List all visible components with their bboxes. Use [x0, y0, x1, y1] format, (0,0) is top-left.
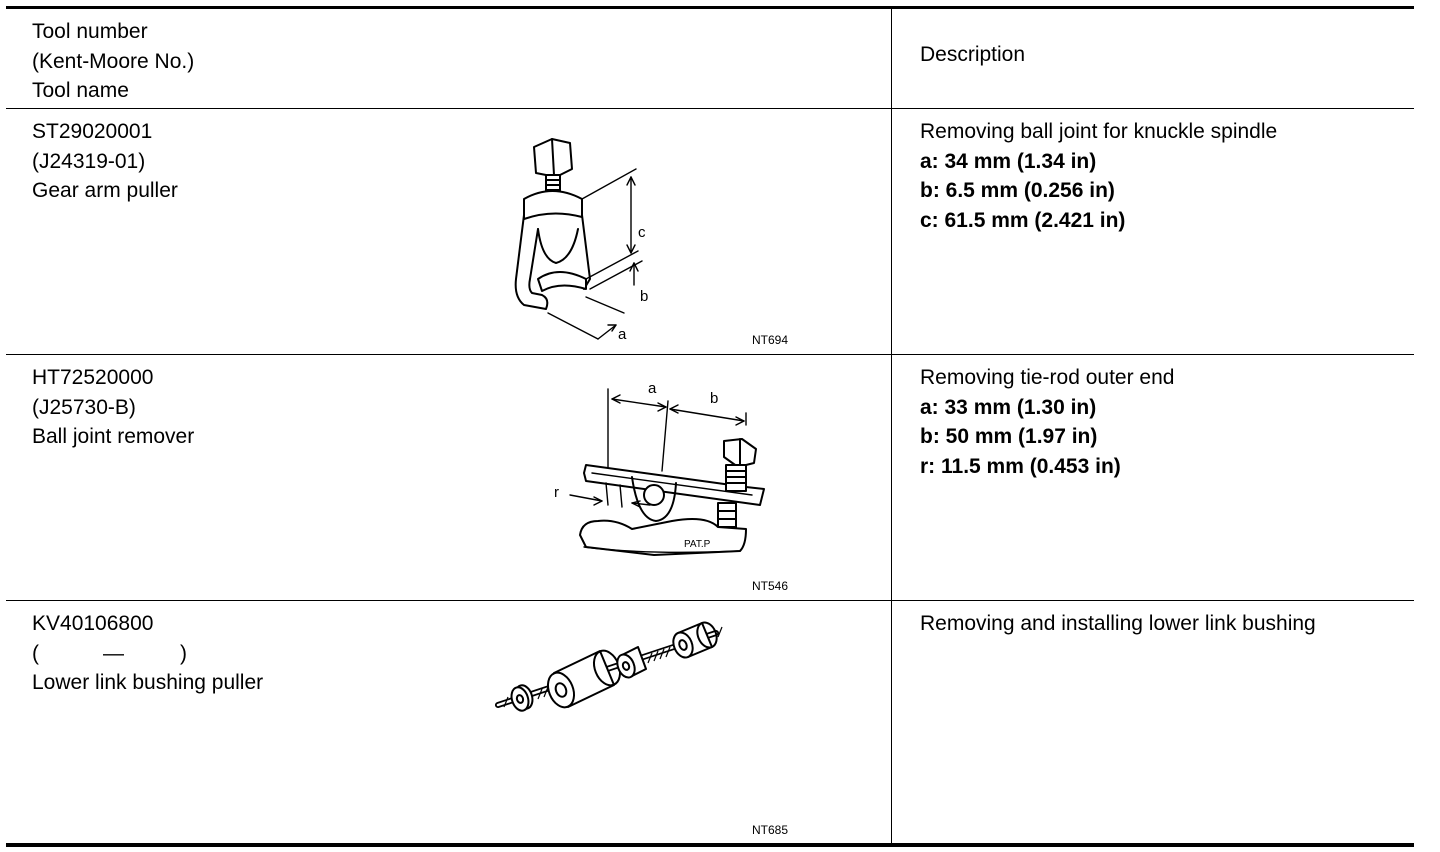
pat-stamp: PAT.P — [684, 539, 711, 550]
tool-kent-moore: (J25730-B) — [32, 395, 136, 419]
tool-description: Removing tie-rod outer end a: 33 mm (1.3… — [920, 363, 1174, 481]
dimension-a-label: a — [648, 380, 657, 397]
tool-number: HT72520000 — [32, 366, 154, 389]
bushing-puller-figure — [495, 621, 723, 712]
figure-code: NT546 — [752, 579, 789, 593]
tool-name: Ball joint remover — [32, 425, 195, 448]
tool-info: ST29020001 (J24319-01) Gear arm puller — [32, 117, 178, 206]
spec-a: a: 34 mm (1.34 in) — [920, 149, 1097, 173]
dimension-b-label: b — [640, 288, 648, 305]
dimension-b-label: b — [710, 390, 718, 407]
spec-r: r: 11.5 mm (0.453 in) — [920, 454, 1121, 478]
tool-description: Removing and installing lower link bushi… — [920, 609, 1316, 639]
kent-moore-close: ) — [180, 641, 187, 665]
table-row: ST29020001 (J24319-01) Gear arm puller — [6, 109, 1414, 355]
table-header: Tool number (Kent-Moore No.) Tool name D… — [6, 9, 1414, 109]
special-tools-table: Tool number (Kent-Moore No.) Tool name D… — [6, 6, 1414, 847]
tool-info: KV40106800 ( —) Lower link bushing puller — [32, 609, 263, 698]
dimension-a-label: a — [618, 326, 627, 343]
dimension-c-label: c — [638, 224, 646, 241]
table-row: KV40106800 ( —) Lower link bushing puller — [6, 601, 1414, 843]
column-divider — [891, 355, 892, 600]
description-text: Removing and installing lower link bushi… — [920, 612, 1316, 635]
header-kent-moore: (Kent-Moore No.) — [32, 49, 195, 73]
table-row: HT72520000 (J25730-B) Ball joint remover — [6, 355, 1414, 601]
header-tool-column: Tool number (Kent-Moore No.) Tool name — [32, 17, 194, 106]
description-text: Removing tie-rod outer end — [920, 366, 1175, 389]
figure-code: NT694 — [752, 333, 789, 347]
column-divider — [891, 109, 892, 354]
spec-c: c: 61.5 mm (2.421 in) — [920, 208, 1126, 232]
header-tool-name: Tool name — [32, 79, 129, 102]
tool-number: KV40106800 — [32, 612, 154, 635]
tool-name: Lower link bushing puller — [32, 671, 264, 694]
column-divider — [891, 9, 892, 108]
dimension-r-label: r — [554, 484, 559, 501]
figure-code: NT685 — [752, 823, 789, 837]
spec-b: b: 6.5 mm (0.256 in) — [920, 179, 1115, 202]
tool-kent-moore: ( —) — [32, 639, 263, 669]
gear-arm-puller-figure: c b a — [514, 138, 648, 343]
ball-joint-remover-figure: a b r PAT.P — [554, 380, 765, 556]
kent-moore-open: ( — [32, 641, 39, 665]
spec-a: a: 33 mm (1.30 in) — [920, 395, 1097, 419]
tool-number: ST29020001 — [32, 120, 153, 143]
header-tool-number: Tool number — [32, 20, 148, 43]
spec-b: b: 50 mm (1.97 in) — [920, 425, 1098, 448]
column-divider — [891, 601, 892, 843]
header-description: Description — [920, 43, 1026, 66]
tool-info: HT72520000 (J25730-B) Ball joint remover — [32, 363, 194, 452]
kent-moore-dash: — — [103, 641, 124, 665]
tool-kent-moore: (J24319-01) — [32, 149, 146, 173]
tool-name: Gear arm puller — [32, 179, 178, 202]
tool-description: Removing ball joint for knuckle spindle … — [920, 117, 1277, 235]
description-text: Removing ball joint for knuckle spindle — [920, 120, 1278, 143]
